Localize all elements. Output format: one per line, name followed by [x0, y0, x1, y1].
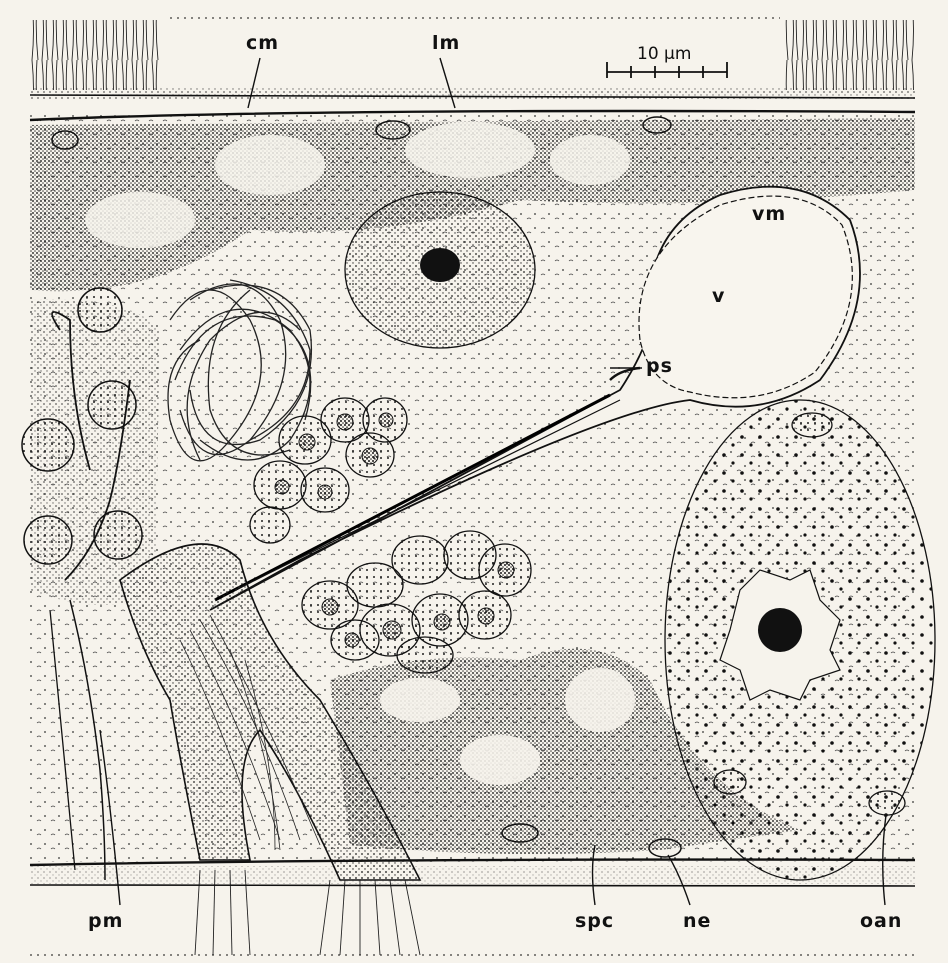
label-cm: cm [246, 32, 279, 54]
label-lm: lm [432, 32, 460, 54]
label-ne: ne [683, 910, 711, 932]
scale-bar-label: 10 µm [637, 44, 691, 64]
label-v: v [712, 285, 725, 307]
scale-bar [607, 62, 727, 78]
label-pm: pm [88, 910, 123, 932]
label-vm: vm [752, 203, 786, 225]
label-oan: oan [860, 910, 902, 932]
label-spc: spc [575, 910, 614, 932]
label-ps: ps [646, 355, 673, 377]
